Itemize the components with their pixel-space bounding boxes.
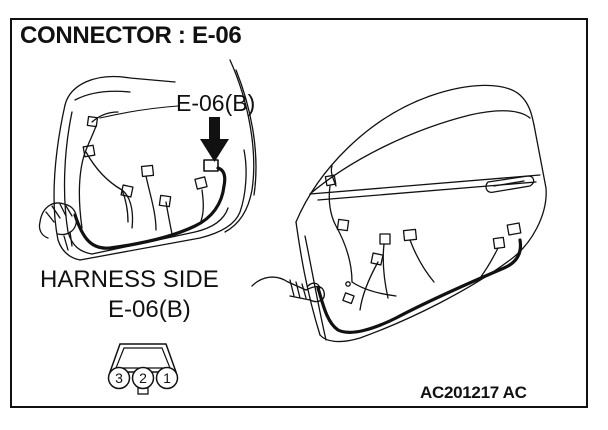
left-door-panel: [53, 59, 257, 261]
right-harness-connectors: [324, 174, 522, 305]
right-harness-grommet: [251, 276, 325, 303]
harness-connector-face: 3 2 1: [107, 343, 179, 395]
right-harness-trunk: [316, 238, 523, 334]
pin-label-1: 1: [163, 370, 171, 386]
left-harness-connectors: [82, 115, 219, 208]
pin-label-2: 2: [139, 370, 147, 386]
connector-pin-3: 3: [107, 366, 131, 390]
connector-pin-1: 1: [155, 366, 179, 390]
door-handle-icon: [485, 175, 535, 193]
left-harness-branches: [78, 111, 204, 235]
harness-connector-id: E-06(B): [108, 296, 191, 323]
harness-side-label: HARNESS SIDE: [40, 266, 219, 293]
connector-title: CONNECTOR : E-06: [20, 22, 242, 49]
reference-code: AC201217 AC: [420, 383, 527, 402]
connector-pin-2: 2: [131, 366, 155, 390]
left-harness-grommet: [38, 202, 78, 251]
right-door-panel: [295, 84, 547, 343]
diagram-frame: [10, 18, 588, 408]
callout-leader-line: [99, 105, 179, 119]
pin-label-3: 3: [115, 370, 123, 386]
callout-arrow-icon: [200, 117, 229, 162]
left-harness-trunk: [73, 166, 227, 250]
callout-connector-label: E-06(B): [176, 90, 256, 116]
e06b-connector-marker: [203, 159, 219, 172]
right-harness-branches: [328, 165, 499, 311]
